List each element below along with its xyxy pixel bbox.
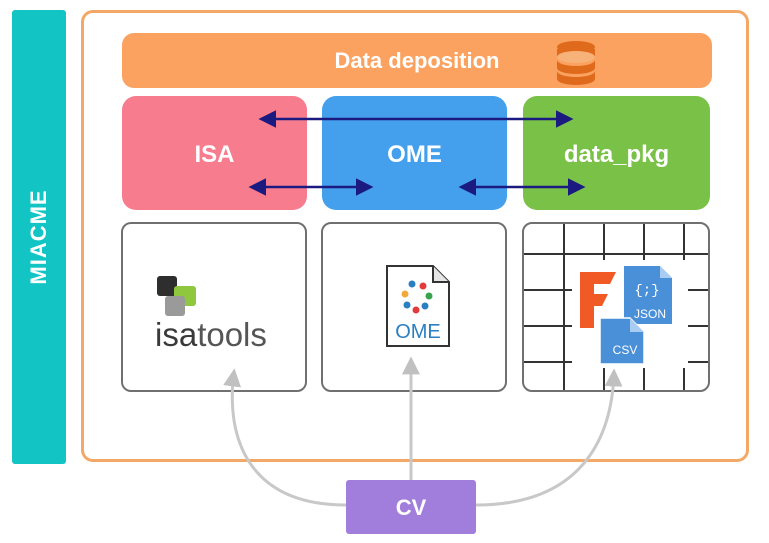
isatools-logo-icon [157, 276, 196, 316]
csv-file-icon: CSV [599, 317, 645, 365]
data-pkg-box: {;} JSON CSV [522, 222, 710, 392]
json-label: JSON [634, 307, 666, 321]
database-icon [557, 41, 595, 85]
miacme-label: MIACME [26, 189, 51, 285]
spec-isa: ISA [122, 96, 307, 210]
spec-ome: OME [322, 96, 507, 210]
frictionless-icon [580, 272, 616, 328]
csv-label: CSV [613, 343, 638, 357]
isatools-logo-text: isatools [155, 316, 267, 353]
json-glyph: {;} [634, 283, 659, 299]
spec-data-pkg: data_pkg [523, 96, 710, 210]
isatools-box: isatools [121, 222, 307, 392]
json-file-icon: {;} JSON [624, 266, 672, 324]
cv-box: CV [346, 480, 476, 534]
deposition-frame [81, 10, 749, 462]
ome-box: OME [321, 222, 507, 392]
miacme-sidebar [12, 10, 66, 464]
ome-file-icon: OME [386, 265, 450, 347]
data-deposition-label: Data deposition [334, 48, 500, 73]
data-deposition-banner: Data deposition [122, 33, 712, 88]
ome-logo-text: OME [395, 321, 441, 343]
